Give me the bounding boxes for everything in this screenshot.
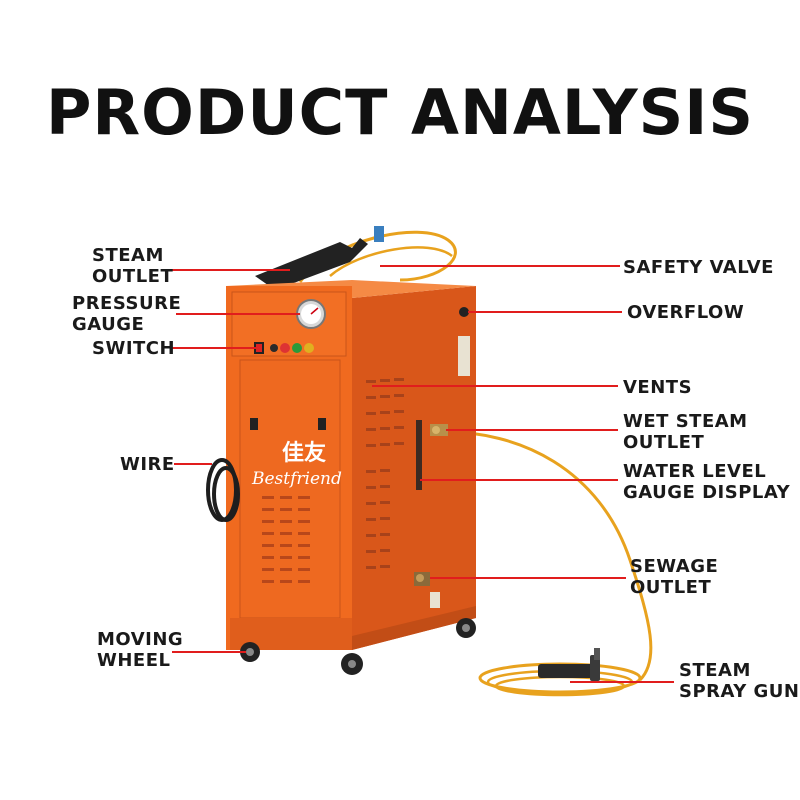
page-title: PRODUCT ANALYSIS [45,76,755,149]
spray-gun [538,648,600,681]
label-vents: VENTS [623,377,693,398]
side-vent-grille [366,378,404,569]
label-switch: SWITCH [92,338,176,359]
pressure-gauge-dial [296,299,326,329]
overflow-hole [459,307,469,317]
power-wire-coil [206,458,240,522]
wheels [240,618,476,675]
steam-hose [439,430,653,682]
side-label-plate [458,336,470,376]
sewage-outlet-valve [414,572,430,586]
switch-panel [254,342,314,354]
machine-body [226,280,476,650]
wet-steam-outlet-valve [430,424,448,436]
leader-lines [172,265,674,683]
water-level-gauge [416,420,422,490]
brand-latin: Bestfriend [251,469,342,489]
label-overflow: OVERFLOW [627,302,745,323]
front-vent-grille [262,496,310,583]
label-wire: WIRE [120,454,175,475]
label-safety-valve: SAFETY VALVE [623,257,774,278]
brand-chinese: 佳友 [282,441,326,466]
steam-outlet-gun [255,226,384,290]
